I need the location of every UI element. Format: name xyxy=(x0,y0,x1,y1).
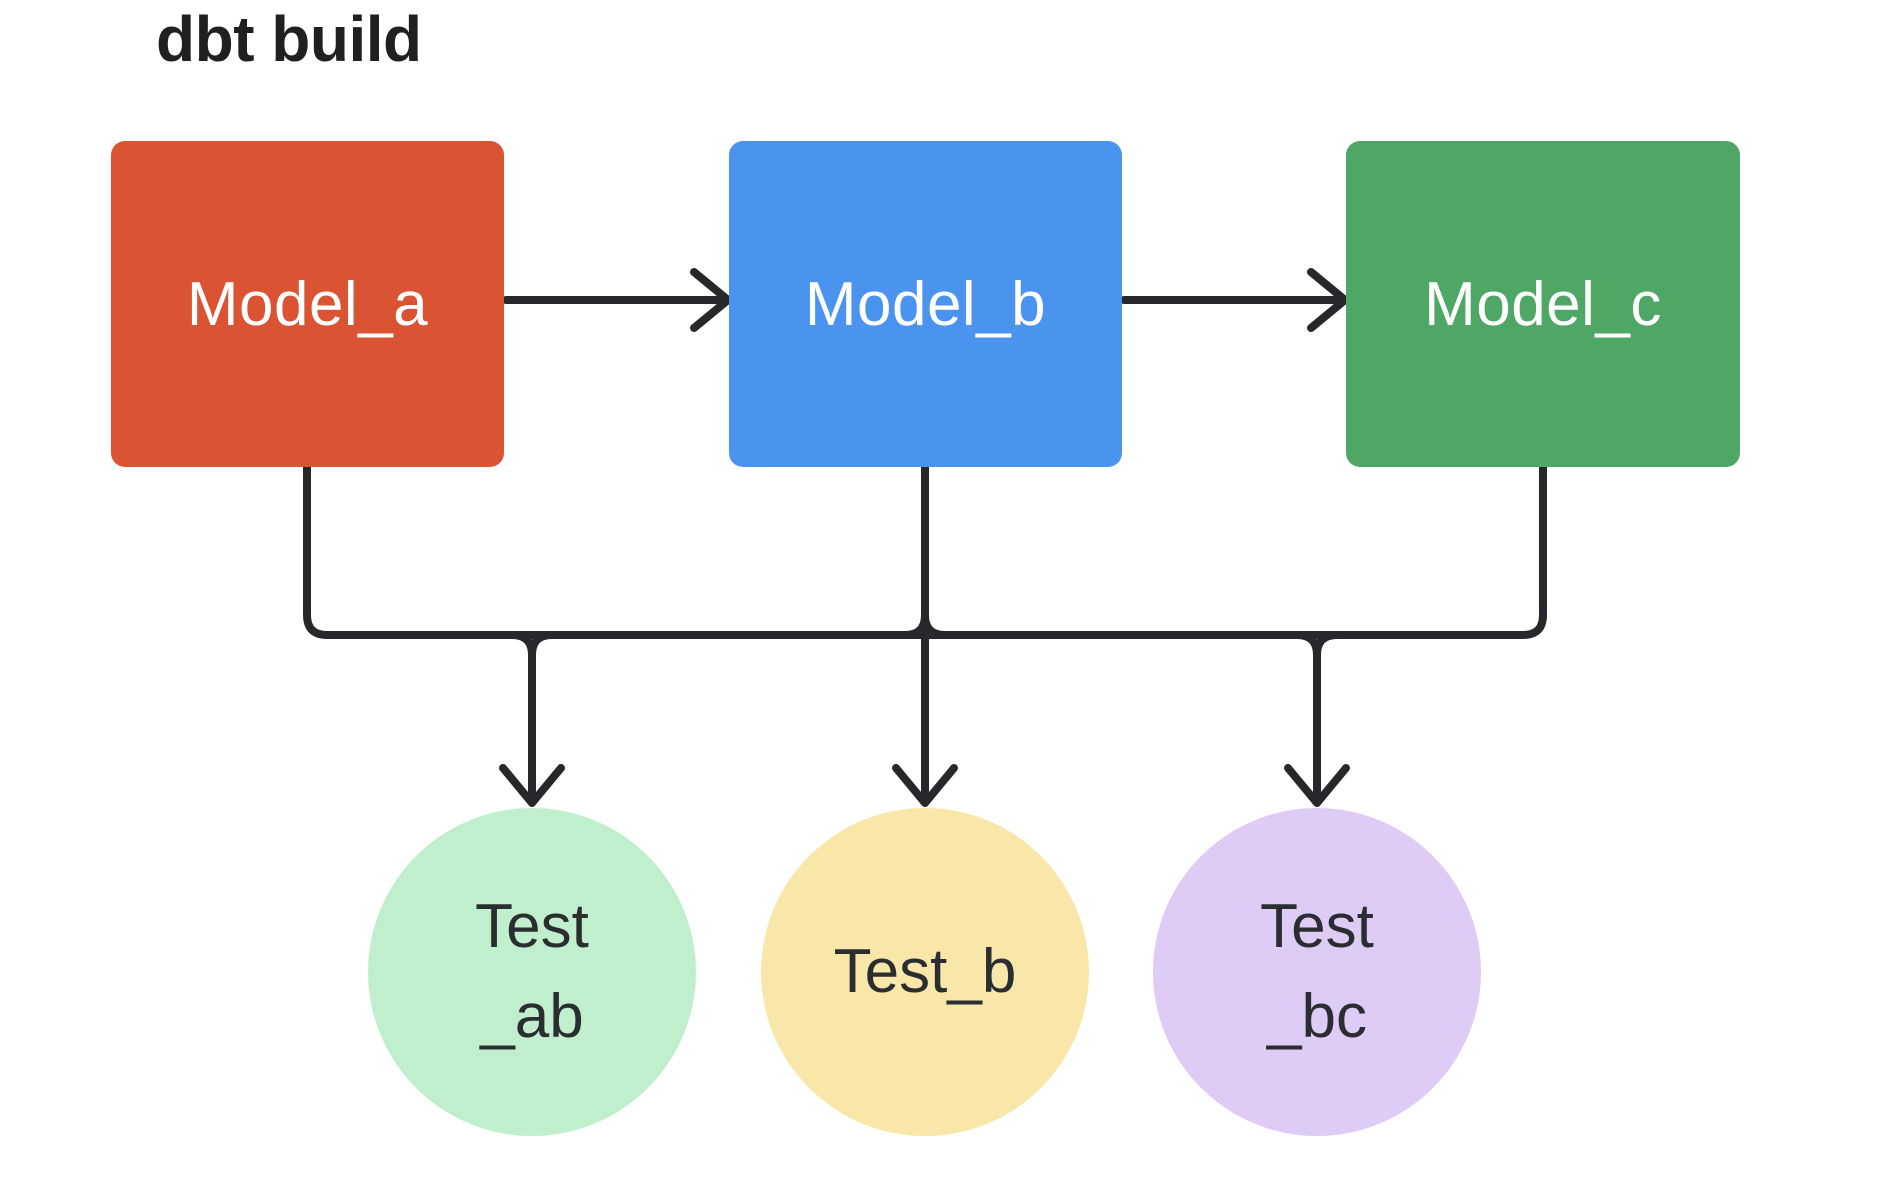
node-model-b-label: Model_b xyxy=(804,269,1047,339)
node-test-bc: Test _bc xyxy=(1153,808,1481,1136)
node-model-a: Model_a xyxy=(111,141,504,467)
node-test-b-label: Test_b xyxy=(833,937,1017,1007)
junction-cusp-test-bc xyxy=(1293,631,1341,659)
node-test-ab-label-line1: Test xyxy=(475,892,589,962)
diagram-title: dbt build xyxy=(156,3,422,75)
node-test-b: Test_b xyxy=(761,808,1089,1136)
node-test-bc-label-line1: Test xyxy=(1260,892,1374,962)
node-model-b: Model_b xyxy=(729,141,1122,467)
trunk-line xyxy=(303,463,1547,639)
node-model-c-label: Model_c xyxy=(1424,269,1662,339)
node-test-bc-label-line2: _bc xyxy=(1267,982,1367,1051)
arrowhead-into-model-b xyxy=(690,268,732,332)
node-model-c: Model_c xyxy=(1346,141,1740,467)
arrowhead-into-test-bc xyxy=(1284,764,1350,807)
arrowhead-into-test-b xyxy=(892,764,958,807)
node-test-ab-label-line2: _ab xyxy=(480,982,584,1051)
junction-cusp-test-ab xyxy=(508,631,556,659)
junction-cusp-model-b xyxy=(901,611,949,639)
node-test-ab: Test _ab xyxy=(368,808,696,1136)
arrowhead-into-test-ab xyxy=(499,764,565,807)
node-model-a-label: Model_a xyxy=(186,269,429,339)
arrowhead-into-model-c xyxy=(1307,268,1349,332)
